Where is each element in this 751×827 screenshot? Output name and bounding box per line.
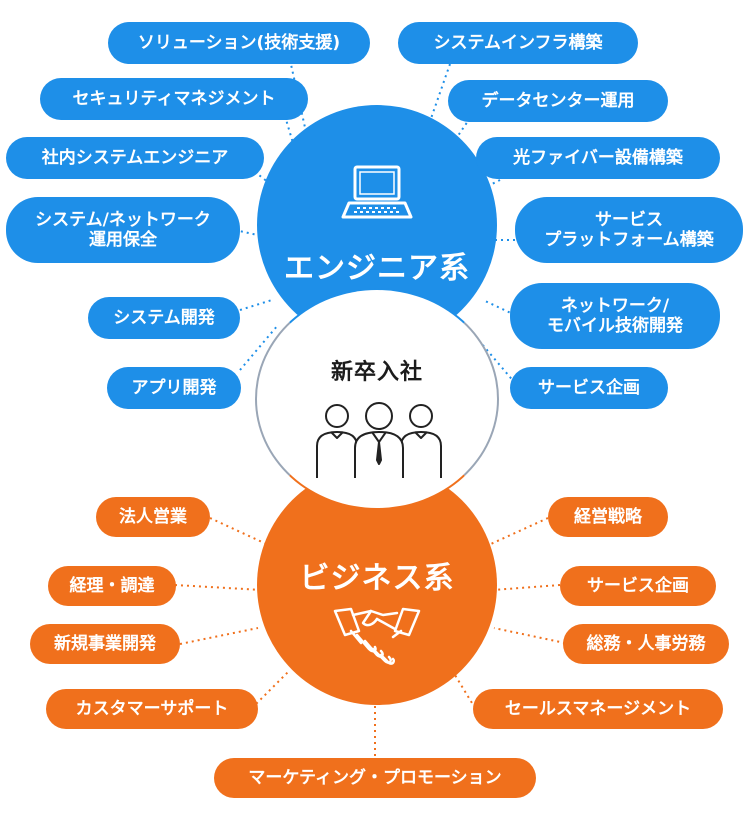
role-corporate-sales: 法人営業 xyxy=(96,497,210,537)
business-category-title: ビジネス系 xyxy=(299,561,455,596)
role-internal-se: 社内システムエンジニア xyxy=(6,137,264,179)
role-marketing-promotion: マーケティング・プロモーション xyxy=(214,758,536,798)
role-accounting: 経理・調達 xyxy=(48,566,176,606)
role-security-management: セキュリティマネジメント xyxy=(40,78,308,120)
newhire-circle: 新卒入社 xyxy=(255,288,499,510)
role-sales-management: セールスマネージメント xyxy=(473,689,723,729)
role-customer-support: カスタマーサポート xyxy=(46,689,258,729)
role-infrastructure: システムインフラ構築 xyxy=(398,22,638,64)
role-mobile-tech: ネットワーク/ モバイル技術開発 xyxy=(510,283,720,349)
handshake-icon xyxy=(333,607,421,665)
role-solution: ソリューション(技術支援) xyxy=(108,22,370,64)
role-service-planning-biz: サービス企画 xyxy=(560,566,716,606)
newhire-title: 新卒入社 xyxy=(330,360,423,385)
role-datacenter: データセンター運用 xyxy=(448,80,668,122)
engineer-category-title: エンジニア系 xyxy=(284,251,470,286)
role-service-planning-eng: サービス企画 xyxy=(510,367,668,409)
role-management-strategy: 経営戦略 xyxy=(548,497,668,537)
business-circle: ビジネス系 xyxy=(257,465,497,705)
laptop-icon xyxy=(341,165,413,219)
role-fiber: 光ファイバー設備構築 xyxy=(476,137,720,179)
role-app-development: アプリ開発 xyxy=(107,367,241,409)
role-system-development: システム開発 xyxy=(88,297,240,339)
role-new-business: 新規事業開発 xyxy=(30,624,180,664)
people-icon xyxy=(316,402,442,478)
role-service-platform: サービス プラットフォーム構築 xyxy=(515,197,743,263)
role-network-operations: システム/ネットワーク 運用保全 xyxy=(6,197,240,263)
role-general-affairs-hr: 総務・人事労務 xyxy=(563,624,729,664)
